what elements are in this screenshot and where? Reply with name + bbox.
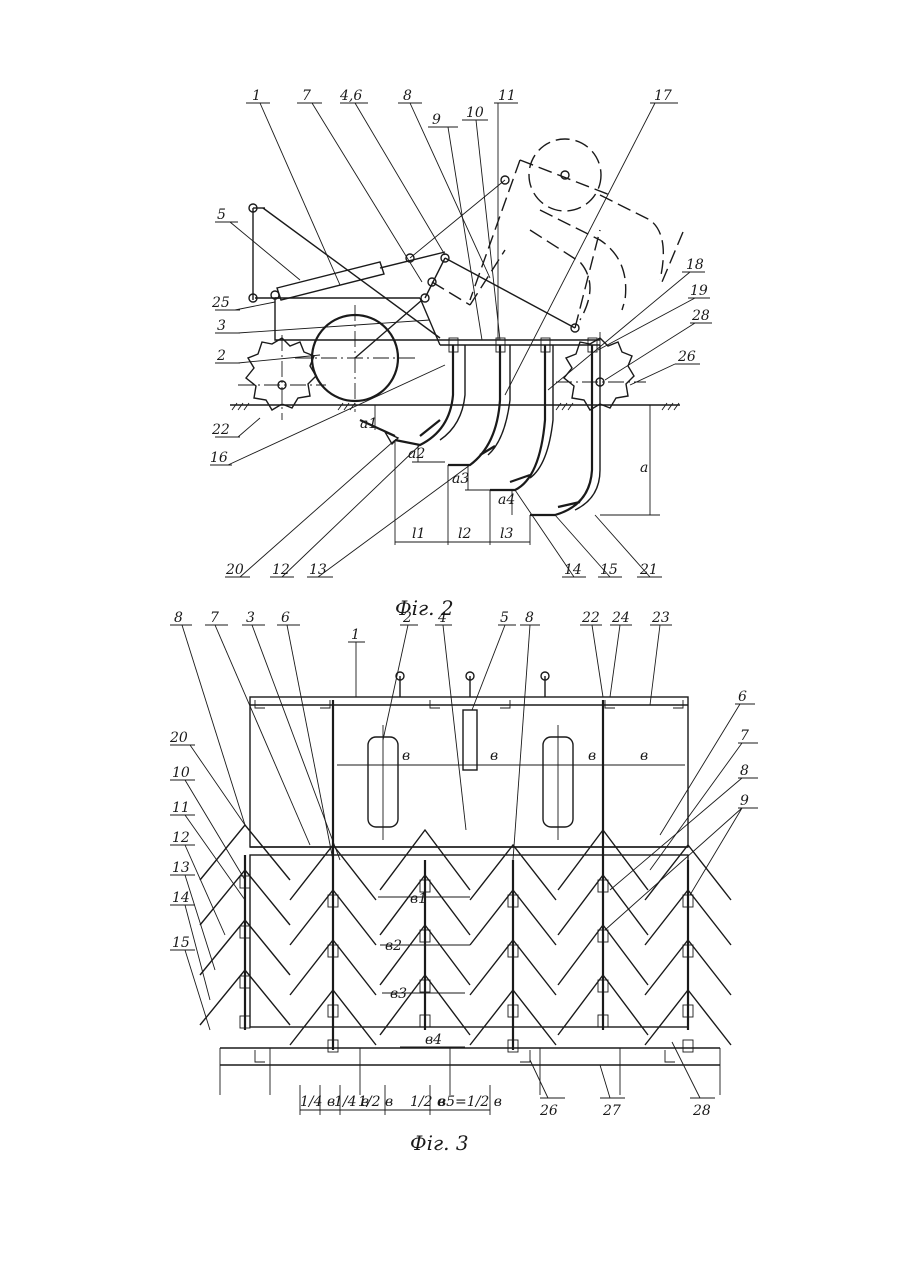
callout-28-bottom: 28 xyxy=(692,1103,711,1119)
figure-2-side-view: a a1 a2 a3 a4 l1 l2 l3 xyxy=(210,88,712,620)
callout-7-right: 7 xyxy=(740,728,749,744)
callout-26: 26 xyxy=(677,349,696,365)
callout-2-top: 2 xyxy=(402,610,412,626)
dim-b5: в5=1/2 в xyxy=(438,1094,502,1110)
callout-3: 3 xyxy=(217,318,226,334)
callout-17: 17 xyxy=(654,88,672,104)
callout-4-top: 4 xyxy=(437,610,447,626)
callout-12: 12 xyxy=(272,562,290,578)
dim-quarter-b-1: 1/4 в xyxy=(300,1094,335,1110)
callout-20: 20 xyxy=(225,562,244,578)
raised-position-outline xyxy=(470,139,683,332)
callout-11-left: 11 xyxy=(172,800,190,816)
callout-13: 13 xyxy=(309,562,327,578)
callout-14: 14 xyxy=(564,562,582,578)
dim-b-4: в xyxy=(640,748,648,764)
callout-22-top: 22 xyxy=(581,610,600,626)
dim-b2: в2 xyxy=(385,938,402,954)
callout-13-left: 13 xyxy=(172,860,190,876)
callout-7: 7 xyxy=(302,88,311,104)
callout-6-right: 6 xyxy=(738,689,747,705)
callout-9-right: 9 xyxy=(740,793,749,809)
callout-20-left: 20 xyxy=(169,730,188,746)
dim-a1: a1 xyxy=(360,416,377,432)
callout-5: 5 xyxy=(217,207,226,223)
dim-a: a xyxy=(640,460,648,476)
callout-4-6: 4,6 xyxy=(339,88,362,104)
callout-24-top: 24 xyxy=(611,610,630,626)
callout-6-top: 6 xyxy=(281,610,290,626)
callout-8-top-left: 8 xyxy=(174,610,183,626)
dim-l2: l2 xyxy=(458,526,471,542)
callout-18: 18 xyxy=(686,257,704,273)
callout-25: 25 xyxy=(211,295,230,311)
callout-15: 15 xyxy=(600,562,618,578)
callout-2: 2 xyxy=(216,348,226,364)
dim-half-b-1: 1/2 в xyxy=(358,1094,393,1110)
callout-7-top: 7 xyxy=(210,610,219,626)
callout-27-bottom: 27 xyxy=(602,1103,621,1119)
figure-3-caption: Фiг. 3 xyxy=(410,1131,469,1155)
callout-16: 16 xyxy=(210,450,228,466)
dim-a3: a3 xyxy=(452,471,469,487)
callout-10-left: 10 xyxy=(172,765,190,781)
callout-1: 1 xyxy=(252,88,261,104)
callout-15-left: 15 xyxy=(172,935,190,951)
callout-28: 28 xyxy=(691,308,710,324)
callout-8-right: 8 xyxy=(740,763,749,779)
dim-l1: l1 xyxy=(412,526,425,542)
callout-22: 22 xyxy=(211,422,230,438)
dim-b-1: в xyxy=(402,748,410,764)
dim-b-2: в xyxy=(490,748,498,764)
callout-26-bottom: 26 xyxy=(539,1103,558,1119)
callout-8-top: 8 xyxy=(525,610,534,626)
callout-21: 21 xyxy=(639,562,658,578)
callout-5-top: 5 xyxy=(500,610,509,626)
callout-10: 10 xyxy=(466,105,484,121)
dim-b3: в3 xyxy=(390,986,407,1002)
dim-l3: l3 xyxy=(500,526,513,542)
dim-a4: a4 xyxy=(498,492,515,508)
callout-14-left: 14 xyxy=(172,890,190,906)
callout-23-top: 23 xyxy=(651,610,670,626)
callout-3-top: 3 xyxy=(246,610,255,626)
callout-12-left: 12 xyxy=(172,830,190,846)
dim-b-3: в xyxy=(588,748,596,764)
callout-1-top: 1 xyxy=(351,627,360,643)
callout-19: 19 xyxy=(690,283,708,299)
callout-9: 9 xyxy=(432,112,441,128)
callout-8: 8 xyxy=(403,88,412,104)
dim-b1: в1 xyxy=(410,891,427,907)
dim-b4: в4 xyxy=(425,1032,442,1048)
callout-11: 11 xyxy=(498,88,516,104)
figure-3-top-view: в в в в в1 в2 в3 в4 1/4 в 1/4 в 1/2 в 1/… xyxy=(169,610,758,1155)
